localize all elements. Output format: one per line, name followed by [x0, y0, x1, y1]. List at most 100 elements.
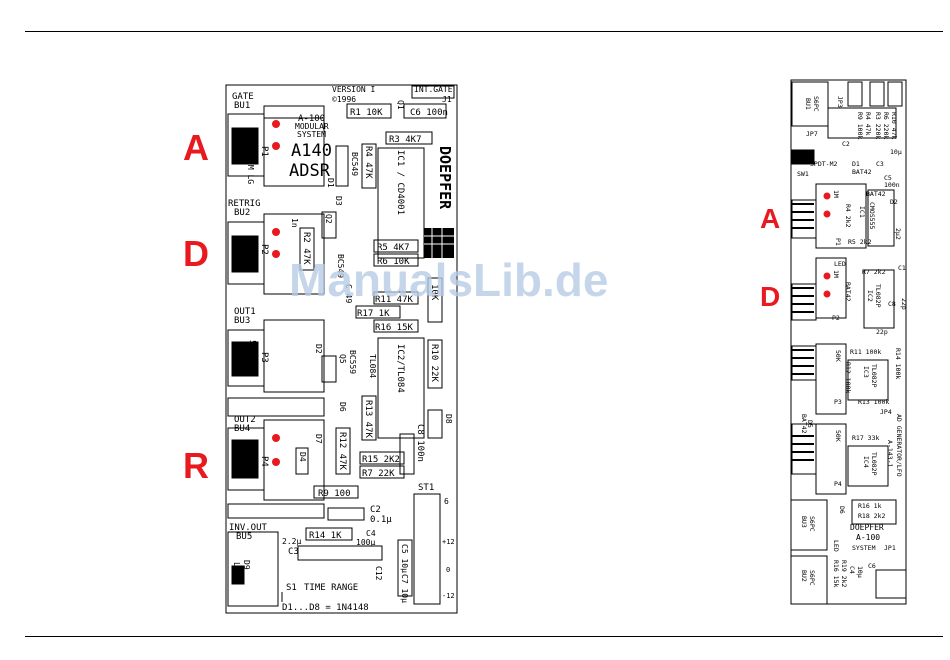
r-lbl-s6pc3: S6PC — [808, 516, 816, 532]
pot-block-attack — [227, 105, 325, 187]
pot1-value: 1M LG — [246, 160, 255, 184]
r-lbl-c5: C5 — [884, 174, 892, 182]
r-lbl-a143: A-143-1 — [886, 440, 894, 467]
r-lbl-bat1: BAT42 — [852, 168, 872, 176]
r-lbl-d5: D5 — [806, 420, 814, 428]
r-lbl-c4v: 10µ — [856, 566, 864, 578]
r-lbl-d6: D6 — [838, 506, 846, 514]
lbl-r2: R2 47K — [301, 232, 311, 265]
lbl-p12: +12 — [442, 538, 455, 546]
lbl-c4v: 100µ — [356, 538, 375, 547]
lbl-m12: -12 — [442, 592, 455, 600]
lbl-adsr: ADSR — [289, 161, 331, 181]
r-lbl-r6: R6 220k — [882, 112, 890, 139]
r-lbl-r12: R12 100k — [844, 362, 852, 393]
lbl-c2: C2 — [370, 505, 381, 515]
pot4-name: P4 — [259, 456, 269, 467]
r-lbl-doepfer: DOEPFER — [850, 523, 884, 532]
lbl-r3: R3 4K7 — [389, 135, 422, 145]
r-lbl-r17: R17 33k — [852, 434, 879, 442]
lbl-r16: R16 15K — [375, 323, 414, 333]
lbl-q3: BC549 — [336, 254, 345, 278]
lbl-n0: 0 — [446, 566, 450, 574]
r-lbl-jp4: JP4 — [880, 408, 892, 416]
r-lbl-p1: P1 — [834, 238, 842, 246]
lbl-tl: TL084 — [368, 354, 377, 378]
lbl-r12: R12 47K — [337, 432, 347, 471]
lbl-d3: D3 — [334, 196, 343, 206]
lbl-copyright: ©1996 — [332, 95, 356, 104]
lbl-s1: S1 — [286, 583, 297, 593]
r-lbl-r19: R19 2k2 — [840, 560, 848, 587]
left-board-outline — [225, 84, 458, 614]
r-lbl-r9: R9 100k — [856, 112, 864, 139]
r-lbl-ic1t: CMOS555 — [868, 202, 876, 229]
r-lbl-ic2t: TL082P — [874, 284, 882, 308]
top-rule — [25, 31, 943, 32]
r-lbl-ic4: IC4 — [862, 456, 870, 468]
r-lbl-r11: R11 100k — [850, 348, 881, 356]
r-lbl-c8v: 22p — [900, 298, 908, 310]
right-socket-stripes — [792, 203, 814, 461]
r-lbl-led: LED — [834, 260, 846, 268]
lbl-q5t: BC559 — [348, 350, 357, 374]
pot3-name: P3 — [259, 352, 269, 363]
lbl-r10: R10 22K — [429, 344, 439, 383]
r-lbl-ic1: IC1 — [858, 206, 866, 218]
right-markers — [823, 192, 831, 298]
pot2-value: 1M LG — [248, 240, 257, 264]
lbl-ic2: IC2/TL084 — [395, 344, 405, 393]
r-lbl-spdtm2: SPDT-M2 — [810, 160, 837, 168]
r-lbl-bat4: BAT42 — [800, 414, 808, 434]
r-lbl-r16: R16 1k — [858, 502, 882, 510]
letter-d-right: D — [760, 281, 780, 312]
lbl-d8: D8 — [444, 414, 453, 424]
lbl-d1: D1 — [326, 178, 335, 188]
lbl-n6: 6 — [444, 497, 449, 506]
left-board — [225, 84, 458, 614]
lbl-modular: MODULAR — [295, 122, 329, 131]
label-retrig: RETRIG — [228, 199, 261, 209]
label-bu5: BU5 — [236, 532, 252, 542]
r-lbl-c6: C6 — [868, 562, 876, 570]
r-lbl-c2: C2 — [842, 140, 850, 148]
lbl-c5: C5 10µ — [400, 544, 409, 573]
label-bu2: BU2 — [234, 208, 250, 218]
ic1-outline — [377, 147, 425, 259]
lbl-r5: R5 4K7 — [377, 243, 410, 253]
r-lbl-bat2: BAT42 — [866, 190, 886, 198]
pot2-name: P2 — [259, 244, 269, 255]
r-lbl-r7: R7 2k2 — [862, 268, 886, 276]
r-lbl-ic2: IC2 — [866, 290, 874, 302]
lbl-intgate: INT.GATE — [414, 85, 453, 94]
r-lbl-bu2: BU2 — [800, 570, 808, 582]
left-markers — [272, 120, 280, 466]
lbl-d2: D2 — [314, 344, 323, 354]
r-lbl-ic3: IC3 — [862, 366, 870, 378]
lbl-a100: A-100 — [298, 114, 325, 124]
r-lbl-p1m: 1M — [832, 190, 840, 198]
pot3-value: 50K LN — [248, 340, 257, 369]
r-lbl-r18: R18 2k2 — [858, 512, 885, 520]
lbl-r7: R7 22K — [362, 469, 395, 479]
r-lbl-r13: R13 100k — [858, 398, 889, 406]
right-component-labels: BU1 S6PC JP3 JP7 R9 100k R4 47k R3 220k … — [797, 96, 908, 587]
r-lbl-d2: D2 — [890, 198, 898, 206]
lbl-c3v: 2.2µ — [282, 537, 301, 546]
lbl-d1d8: D1...D8 = 1N4148 — [282, 603, 369, 613]
lbl-d6: D6 — [338, 402, 347, 412]
r-lbl-jp1: JP1 — [884, 544, 896, 552]
r-lbl-d1: D1 — [852, 160, 860, 168]
lbl-led: LED — [232, 562, 241, 577]
r-lbl-p3: P3 — [834, 398, 842, 406]
r-lbl-led2: LED — [832, 540, 840, 552]
lbl-r6: R6 10K — [377, 257, 410, 267]
lbl-q1: Q1 — [396, 100, 405, 110]
lbl-q4: BC549 — [350, 152, 359, 176]
r-lbl-r5: R5 2k2 — [848, 238, 872, 246]
left-pot-labels: ATTACK 1M LG P1 DECAY 1M LG P2 SUST. 50K… — [237, 129, 269, 470]
r-lbl-s6pc1: S6PC — [812, 96, 820, 112]
r-lbl-ic4t: TL082P — [870, 452, 878, 476]
r-lbl-p4v: 50K — [834, 430, 842, 442]
lbl-r15: R15 2K2 — [362, 455, 400, 465]
